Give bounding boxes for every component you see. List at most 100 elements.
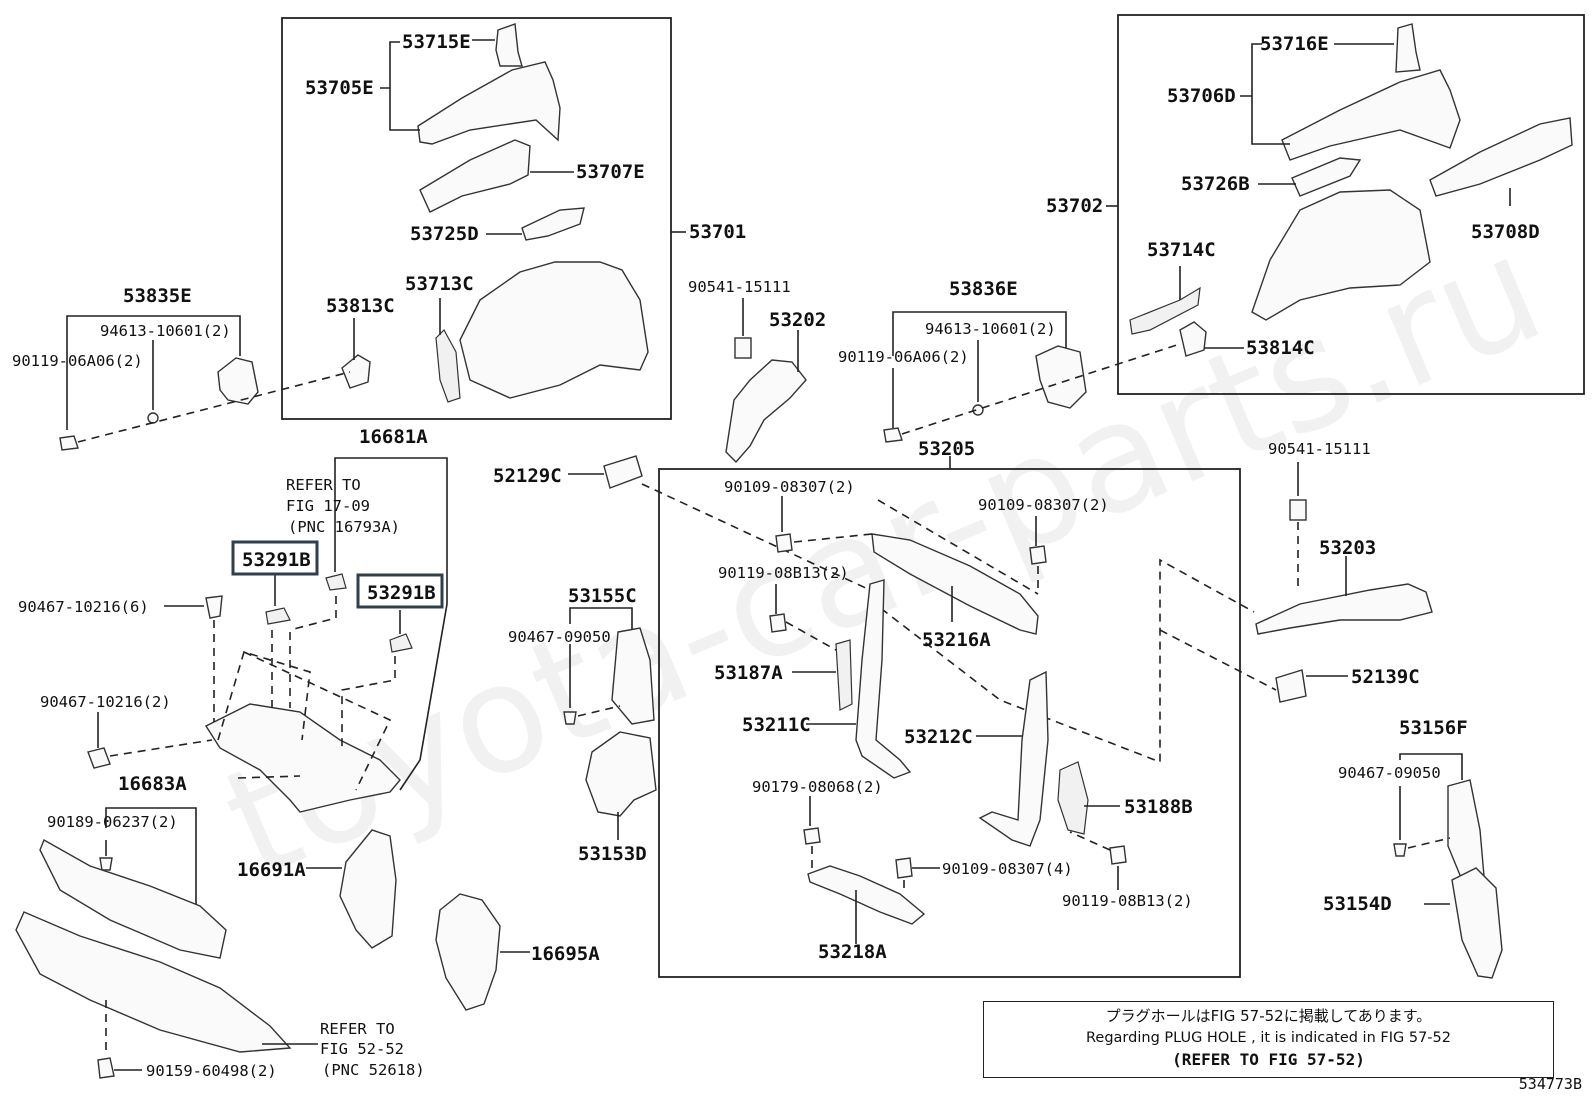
part-94613-washer-b — [972, 404, 984, 416]
label-90541-a[interactable]: 90541-15111 — [688, 278, 791, 296]
part-53708D-shape — [1429, 117, 1573, 197]
label-16695A[interactable]: 16695A — [531, 943, 600, 965]
label-53218A[interactable]: 53218A — [818, 941, 887, 963]
label-53291B-b[interactable]: 53291B — [367, 582, 436, 604]
label-90467-09050-b[interactable]: 90467-09050 — [1338, 764, 1441, 782]
label-53714C[interactable]: 53714C — [1147, 239, 1216, 261]
label-90179[interactable]: 90179-08068(2) — [752, 778, 883, 796]
part-53187A-shape — [835, 639, 853, 711]
label-53155C[interactable]: 53155C — [568, 585, 637, 607]
label-53701[interactable]: 53701 — [689, 221, 746, 243]
label-90109-a[interactable]: 90109-08307(2) — [724, 478, 855, 496]
label-90467-09050-a[interactable]: 90467-09050 — [508, 628, 611, 646]
fastener-line-m — [1407, 837, 1451, 849]
label-90119-a[interactable]: 90119-06A06(2) — [12, 352, 143, 370]
part-52139C-shape — [1275, 669, 1307, 703]
part-53154D-shape — [1451, 867, 1503, 979]
label-refer1709-1[interactable]: REFER TO — [286, 476, 361, 494]
label-90119-08B13-a[interactable]: 90119-08B13(2) — [718, 564, 849, 582]
highlight-box-53291B-b[interactable] — [356, 573, 444, 609]
label-53835E[interactable]: 53835E — [123, 285, 192, 307]
label-53205[interactable]: 53205 — [918, 438, 975, 460]
label-53291B-a[interactable]: 53291B — [242, 549, 311, 571]
note-reference-link[interactable]: (REFER TO FIG 57-52) — [1172, 1050, 1365, 1069]
fastener-line-b — [901, 343, 1181, 435]
label-53706D[interactable]: 53706D — [1167, 85, 1236, 107]
part-53725D-shape — [521, 207, 585, 241]
label-16683A[interactable]: 16683A — [118, 773, 187, 795]
assembly-53155C — [563, 607, 657, 840]
fastener-line-n — [213, 596, 396, 791]
label-94613-a[interactable]: 94613-10601(2) — [100, 322, 231, 340]
fastener-line-a — [77, 371, 351, 443]
label-refer1709-2[interactable]: FIG 17-09 — [286, 497, 370, 515]
leader-53705E — [380, 41, 420, 131]
label-refer5252-1[interactable]: REFER TO — [320, 1020, 395, 1038]
part-53153D-shape — [585, 731, 657, 817]
part-53726B-shape — [1291, 157, 1362, 197]
label-90109-c[interactable]: 90109-08307(4) — [942, 860, 1073, 878]
label-53188B[interactable]: 53188B — [1124, 796, 1193, 818]
assembly-53156F — [1393, 753, 1503, 979]
part-16683A-shape — [39, 838, 227, 959]
assembly-53835E — [59, 315, 351, 451]
label-53202[interactable]: 53202 — [769, 309, 826, 331]
label-90467-10216-6[interactable]: 90467-10216(6) — [18, 598, 149, 616]
label-90119-b[interactable]: 90119-06A06(2) — [838, 348, 969, 366]
label-53708D[interactable]: 53708D — [1471, 221, 1540, 243]
label-90541-b[interactable]: 90541-15111 — [1268, 440, 1371, 458]
part-16681A-shape — [204, 703, 401, 813]
highlight-box-53291B-a[interactable] — [231, 540, 319, 576]
part-53713C-shape — [459, 261, 649, 399]
label-53716E[interactable]: 53716E — [1260, 33, 1329, 55]
label-53216A[interactable]: 53216A — [922, 629, 991, 651]
label-52129C[interactable]: 52129C — [493, 465, 562, 487]
labels: 53701 53702 53205 16681A 53835E 53836E 5… — [12, 31, 1540, 1080]
part-90179-nut — [803, 827, 821, 845]
label-53702[interactable]: 53702 — [1046, 195, 1103, 217]
label-52139C[interactable]: 52139C — [1351, 666, 1420, 688]
label-53705E[interactable]: 53705E — [305, 77, 374, 99]
label-90189[interactable]: 90189-06237(2) — [47, 813, 178, 831]
leader-53156F — [1399, 753, 1463, 780]
label-53153D[interactable]: 53153D — [578, 843, 647, 865]
leader-53706D — [1240, 43, 1290, 145]
label-53212C[interactable]: 53212C — [904, 726, 973, 748]
label-refer5252-3[interactable]: (PNC 52618) — [322, 1061, 425, 1079]
label-53713C[interactable]: 53713C — [405, 273, 474, 295]
part-53835E-shape — [217, 357, 259, 405]
label-53211C[interactable]: 53211C — [742, 714, 811, 736]
label-16681A[interactable]: 16681A — [359, 426, 428, 448]
label-53813C[interactable]: 53813C — [326, 295, 395, 317]
label-94613-b[interactable]: 94613-10601(2) — [925, 320, 1056, 338]
part-53291B-piece-a — [265, 607, 291, 625]
fastener-line-d — [641, 483, 1255, 764]
part-90119-bolt-a — [59, 435, 79, 451]
label-90109-b[interactable]: 90109-08307(2) — [978, 496, 1109, 514]
label-90159[interactable]: 90159-60498(2) — [146, 1062, 277, 1080]
assembly-53205 — [769, 456, 1127, 944]
label-90119-08B13-b[interactable]: 90119-08B13(2) — [1062, 892, 1193, 910]
part-16793A-piece — [325, 573, 347, 591]
label-53814C[interactable]: 53814C — [1246, 337, 1315, 359]
label-90467-10216-2[interactable]: 90467-10216(2) — [40, 693, 171, 711]
label-53836E[interactable]: 53836E — [949, 278, 1018, 300]
label-53203[interactable]: 53203 — [1319, 537, 1376, 559]
label-53725D[interactable]: 53725D — [410, 223, 479, 245]
label-16691A[interactable]: 16691A — [237, 859, 306, 881]
label-53707E[interactable]: 53707E — [576, 161, 645, 183]
note-japanese: プラグホールはFIG 57-52に掲載してあります。 — [1105, 1007, 1432, 1025]
label-53156F[interactable]: 53156F — [1399, 717, 1468, 739]
fastener-line-k — [1069, 831, 1111, 851]
part-90109-bolt-c — [895, 857, 913, 879]
label-53726B[interactable]: 53726B — [1181, 173, 1250, 195]
label-refer1709-3[interactable]: (PNC 16793A) — [288, 518, 400, 536]
label-refer5252-2[interactable]: FIG 52-52 — [320, 1040, 404, 1058]
part-53707E-shape — [419, 139, 531, 213]
fastener-line-l — [577, 705, 621, 717]
label-53715E[interactable]: 53715E — [402, 31, 471, 53]
assembly-16683A — [15, 807, 530, 1079]
label-53154D[interactable]: 53154D — [1323, 893, 1392, 915]
label-53187A[interactable]: 53187A — [714, 662, 783, 684]
